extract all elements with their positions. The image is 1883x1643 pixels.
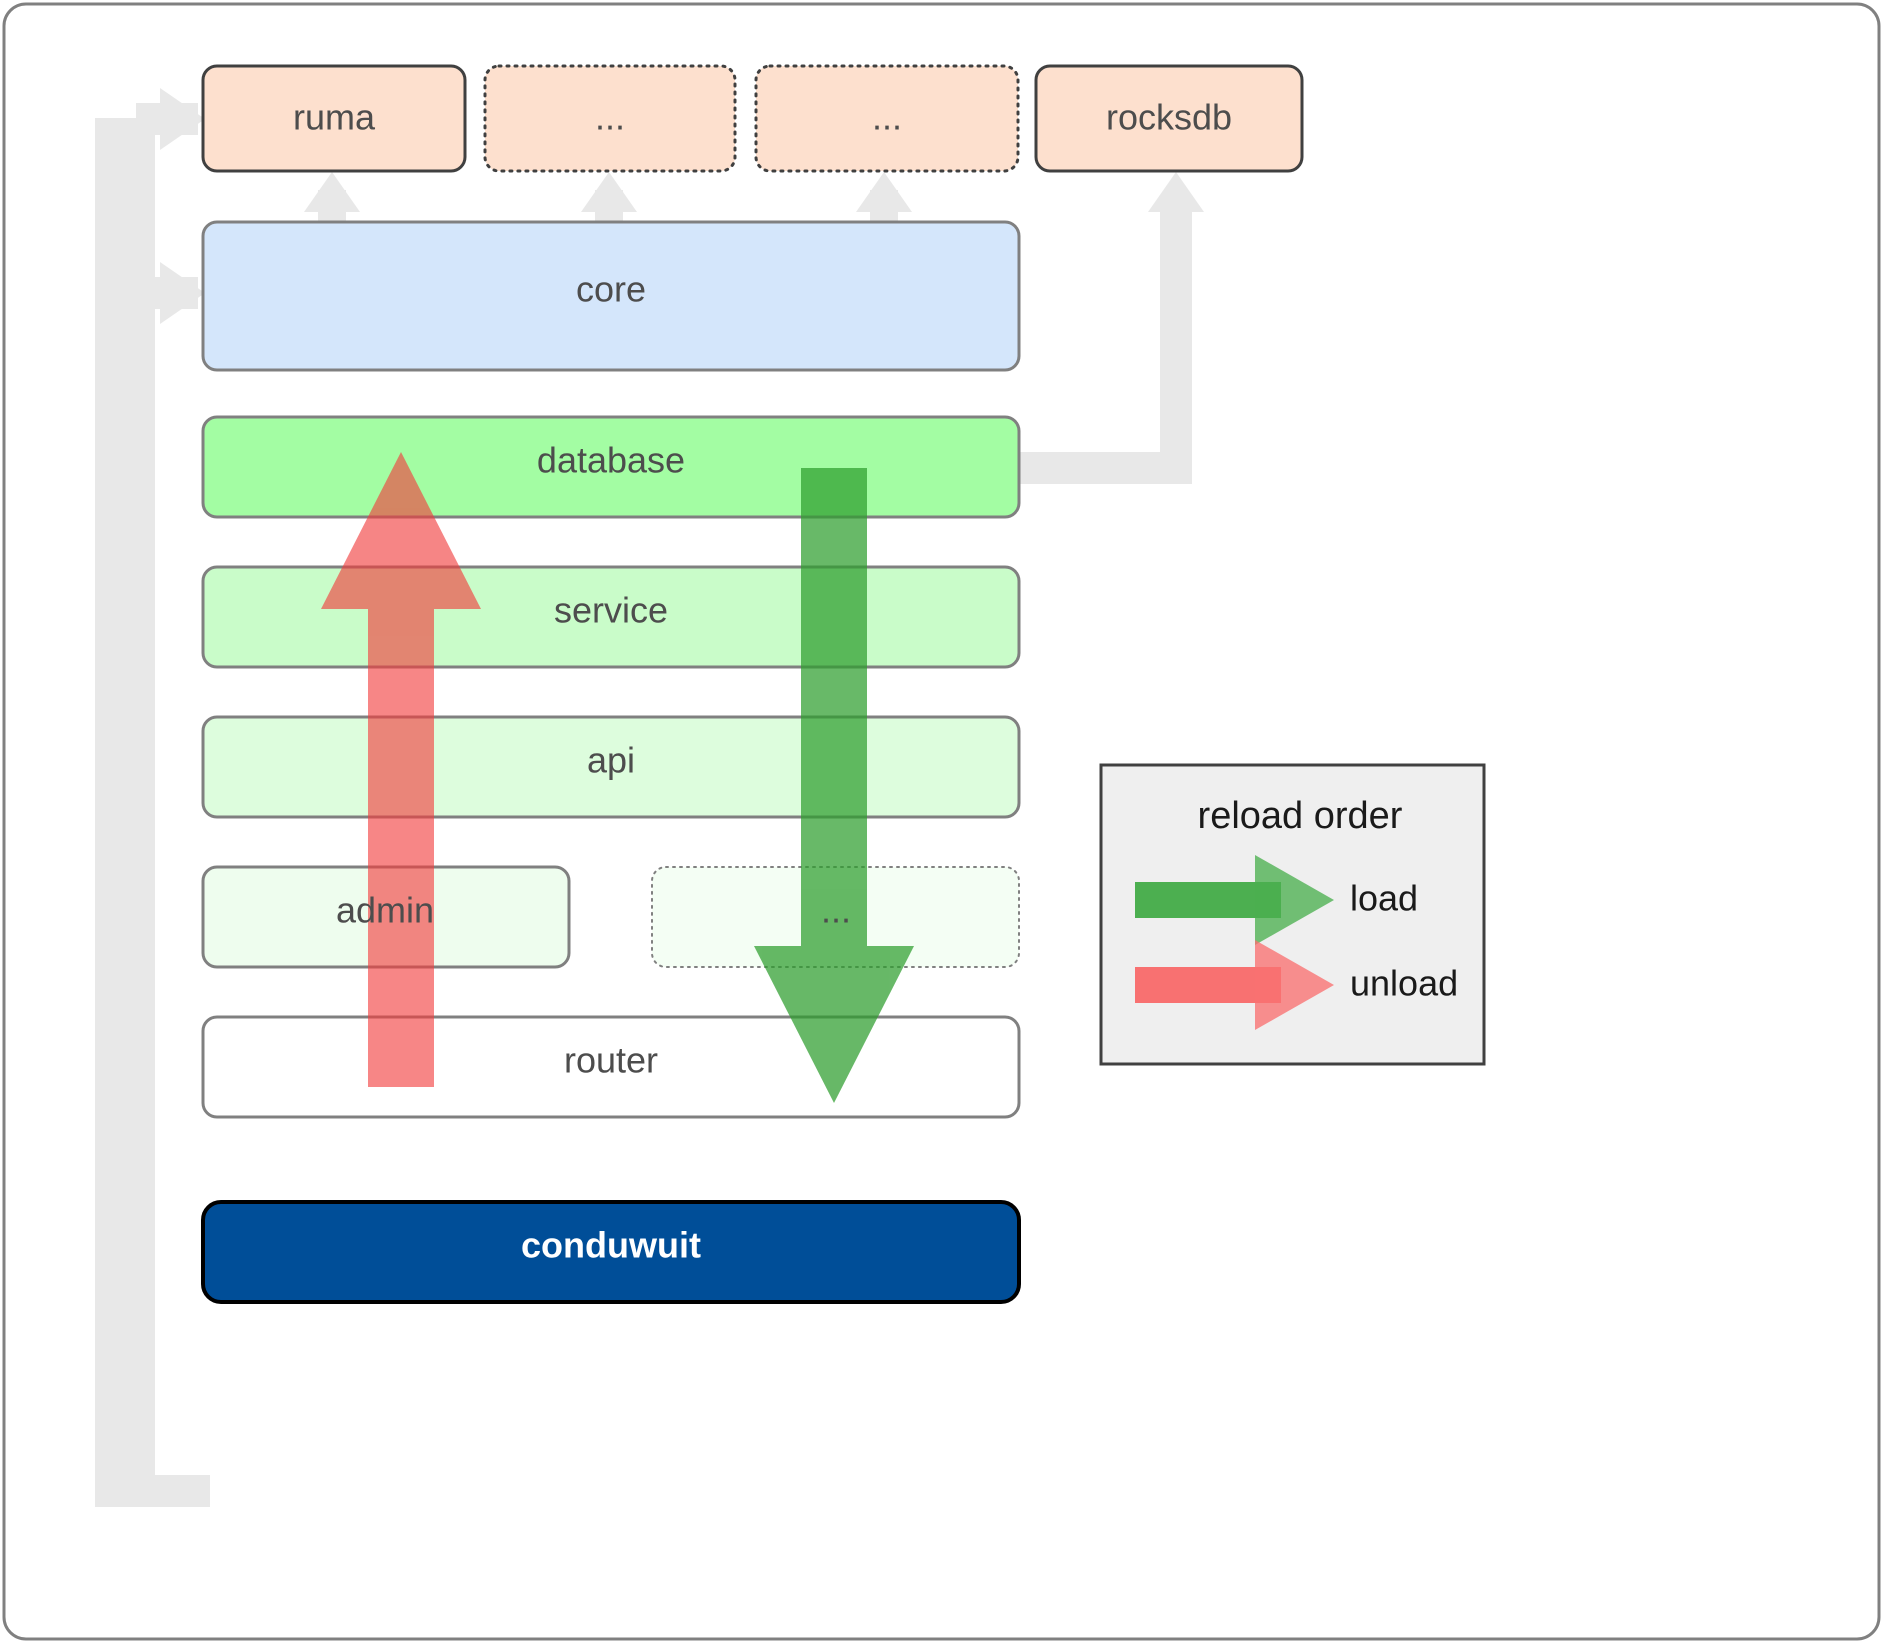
dep-box-dep-b-label: ...: [872, 97, 902, 138]
binary-box-conduwuit[interactable]: conduwuit: [201, 1200, 1021, 1304]
connector-conduwuit-spine: [95, 118, 155, 1505]
dep-box-rocksdb-label: rocksdb: [1106, 97, 1232, 138]
unload-arrow-shaft: [368, 536, 434, 1087]
legend-entry-unload: unload: [1135, 940, 1458, 1030]
dep-box-ruma[interactable]: ruma: [201, 64, 467, 173]
unload-arrow: [321, 452, 481, 1087]
layer-box-admin-label: admin: [336, 890, 434, 931]
connector-core-depb-head: [856, 172, 912, 212]
legend-title: reload order: [1198, 795, 1403, 837]
dependency-row: ruma ... ... rocksdb: [201, 64, 1304, 173]
dep-box-dep-a-label: ...: [595, 97, 625, 138]
layer-labels: database service api admin ... router: [336, 440, 851, 1081]
legend: reload order load unload: [1099, 763, 1486, 1066]
layer-box-api-label: api: [587, 740, 635, 781]
dep-box-dep-b-rect: [754, 64, 1020, 173]
load-arrow: [754, 468, 914, 1103]
layer-box-more-label: ...: [821, 890, 851, 931]
legend-unload-arrow-head: [1255, 940, 1334, 1030]
layer-box-router-label: router: [564, 1040, 658, 1081]
connector-core-depa-head: [581, 172, 637, 212]
dep-box-rocksdb-rect: [1034, 64, 1304, 173]
connector-database-rocksdb-head: [1148, 172, 1204, 212]
connector-core-ruma-head: [304, 172, 360, 212]
unload-arrow-head: [321, 452, 481, 609]
layer-box-core[interactable]: core: [201, 220, 1021, 372]
load-arrow-head: [754, 946, 914, 1103]
legend-load-label: load: [1350, 878, 1418, 919]
legend-unload-label: unload: [1350, 963, 1458, 1004]
layer-box-service-label: service: [554, 590, 668, 631]
binary-box-conduwuit-rect: [201, 1200, 1021, 1304]
connector-to-core-head: [160, 262, 205, 324]
dep-box-ruma-label: ruma: [293, 97, 376, 138]
dep-box-dep-a[interactable]: ...: [483, 64, 737, 173]
layer-box-core-label: core: [576, 269, 646, 310]
dep-box-ruma-rect: [201, 64, 467, 173]
legend-entry-load: load: [1135, 855, 1418, 945]
layer-box-core-rect: [201, 220, 1021, 372]
binary-box-conduwuit-label: conduwuit: [521, 1225, 701, 1266]
dep-box-dep-a-rect: [483, 64, 737, 173]
dep-box-rocksdb[interactable]: rocksdb: [1034, 64, 1304, 173]
layer-box-database-label: database: [537, 440, 685, 481]
legend-load-arrow-head: [1255, 855, 1334, 945]
connector-conduwuit-stub: [95, 1475, 210, 1507]
dep-box-dep-b[interactable]: ...: [754, 64, 1020, 173]
connector-to-ruma-head: [160, 88, 205, 150]
connector-database-rocksdb-elbow: [1019, 210, 1192, 484]
load-arrow-shaft: [801, 468, 867, 1019]
dependency-connectors: [95, 88, 1204, 1507]
